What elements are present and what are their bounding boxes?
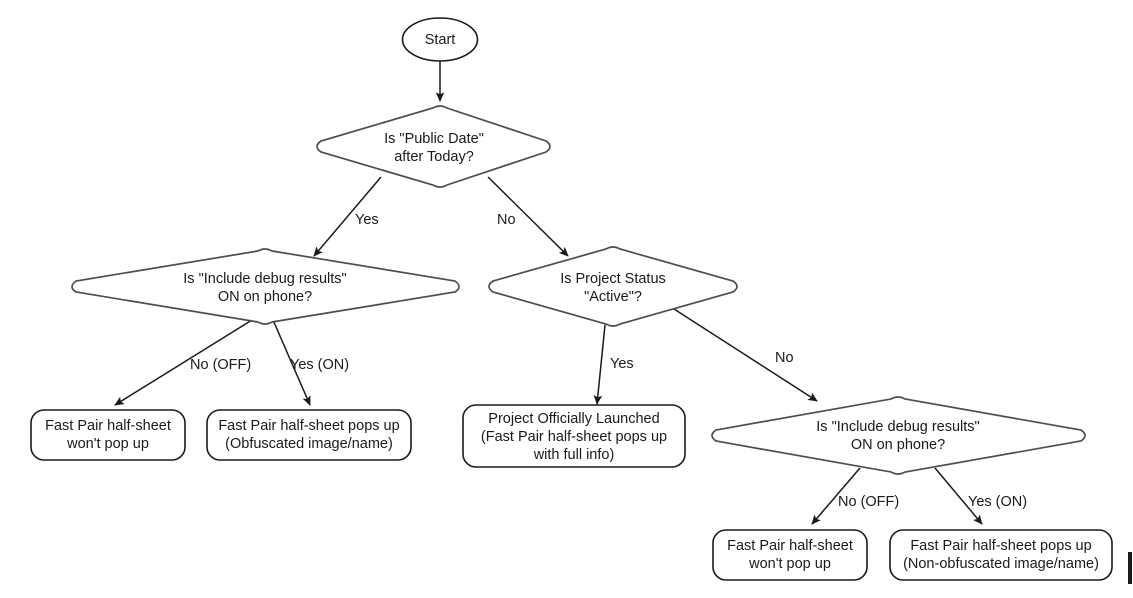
edge-label-debug-right-no: No (OFF) <box>838 494 899 510</box>
node-terminal-left-on-line1: Fast Pair half-sheet pops up <box>218 418 399 434</box>
node-terminal-right-off[interactable]: Fast Pair half-sheet won't pop up <box>712 529 868 581</box>
node-terminal-left-on[interactable]: Fast Pair half-sheet pops up (Obfuscated… <box>206 409 412 461</box>
node-terminal-left-off[interactable]: Fast Pair half-sheet won't pop up <box>30 409 186 461</box>
edge-label-project-status-no: No <box>775 350 794 366</box>
node-terminal-right-off-line2: won't pop up <box>748 556 831 572</box>
node-decision-debug-left-line1: Is "Include debug results" <box>183 271 346 287</box>
node-decision-public-date-line1: Is "Public Date" <box>384 131 484 147</box>
edge-public-date-yes: Yes <box>313 176 382 257</box>
edge-project-status-no: No <box>659 299 818 402</box>
node-decision-debug-right-line2: ON on phone? <box>851 437 945 453</box>
edge-debug-right-yes: Yes (ON) <box>934 467 1027 525</box>
edge-label-public-date-no: No <box>497 212 516 228</box>
edge-label-debug-right-yes: Yes (ON) <box>968 494 1027 510</box>
node-decision-debug-left[interactable]: Is "Include debug results" ON on phone? <box>71 248 460 325</box>
node-terminal-left-off-line2: won't pop up <box>66 436 149 452</box>
node-decision-debug-right[interactable]: Is "Include debug results" ON on phone? <box>711 396 1086 475</box>
edge-label-debug-left-no: No (OFF) <box>190 357 251 373</box>
node-decision-project-status[interactable]: Is Project Status "Active"? <box>488 246 738 327</box>
node-terminal-right-off-line1: Fast Pair half-sheet <box>727 538 853 554</box>
edge-debug-left-no: No (OFF) <box>114 319 253 406</box>
node-decision-debug-right-line1: Is "Include debug results" <box>816 419 979 435</box>
node-terminal-launched-line2: (Fast Pair half-sheet pops up <box>481 429 667 445</box>
edge-project-status-yes: Yes <box>593 324 634 405</box>
node-start-label: Start <box>425 32 456 48</box>
node-decision-project-status-line2: "Active"? <box>584 289 642 305</box>
node-decision-debug-left-line2: ON on phone? <box>218 289 312 305</box>
edge-public-date-no: No <box>487 176 569 257</box>
node-terminal-left-on-line2: (Obfuscated image/name) <box>225 436 393 452</box>
node-decision-public-date[interactable]: Is "Public Date" after Today? <box>316 105 551 188</box>
edge-debug-right-no: No (OFF) <box>811 467 899 525</box>
node-terminal-left-off-line1: Fast Pair half-sheet <box>45 418 171 434</box>
edge-debug-left-yes: Yes (ON) <box>272 319 349 406</box>
node-terminal-right-on[interactable]: Fast Pair half-sheet pops up (Non-obfusc… <box>889 529 1113 581</box>
node-terminal-launched[interactable]: Project Officially Launched (Fast Pair h… <box>462 404 686 468</box>
node-terminal-launched-line3: with full info) <box>533 447 615 463</box>
node-terminal-right-on-line1: Fast Pair half-sheet pops up <box>910 538 1091 554</box>
page-edge-artifact <box>1128 552 1132 584</box>
node-terminal-launched-line1: Project Officially Launched <box>488 411 659 427</box>
node-decision-project-status-line1: Is Project Status <box>560 271 666 287</box>
edge-label-public-date-yes: Yes <box>355 212 379 228</box>
node-start[interactable]: Start <box>401 17 479 62</box>
node-decision-public-date-line2: after Today? <box>394 149 474 165</box>
edge-label-project-status-yes: Yes <box>610 356 634 372</box>
node-terminal-right-on-line2: (Non-obfuscated image/name) <box>903 556 1099 572</box>
edge-label-debug-left-yes: Yes (ON) <box>290 357 349 373</box>
